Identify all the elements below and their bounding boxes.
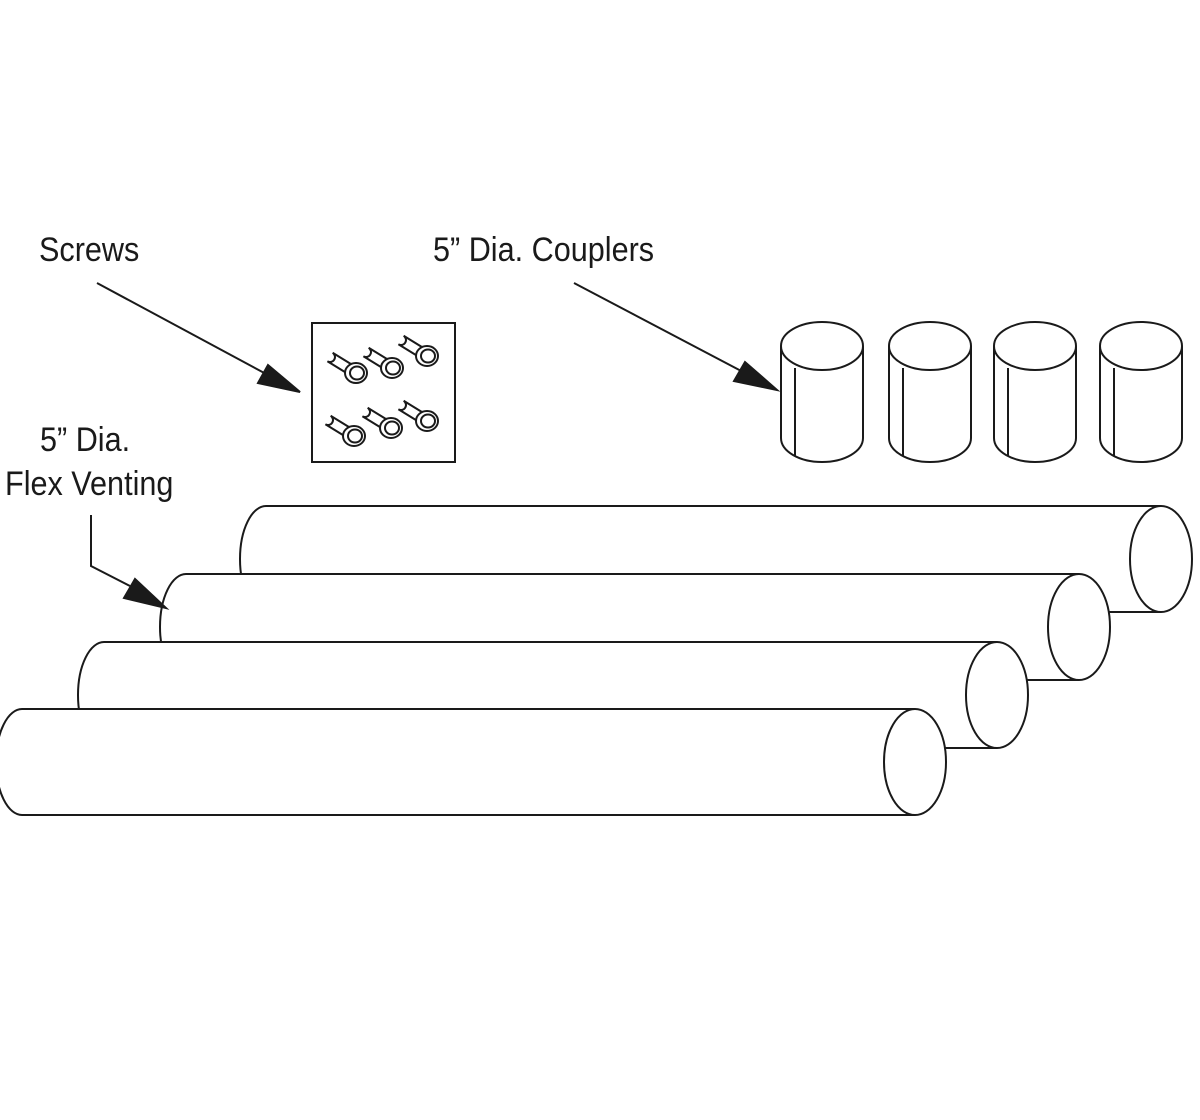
couplers-label: 5” Dia. Couplers (433, 231, 655, 269)
couplers-group (781, 322, 1182, 462)
screws-group (325, 336, 438, 446)
coupler (889, 322, 971, 462)
screws-arrowhead (256, 363, 301, 393)
screw (325, 416, 365, 446)
screw (398, 336, 438, 366)
leader-lines (91, 283, 781, 610)
flex-arrowhead (122, 577, 170, 610)
couplers-arrowhead (732, 360, 781, 392)
flex-venting-label-line1: 5” Dia. (40, 421, 131, 459)
screw (363, 348, 403, 378)
screw (362, 408, 402, 438)
coupler (781, 322, 863, 462)
screw (327, 353, 367, 383)
screws-bag (312, 323, 455, 462)
flex-vent-pipes (0, 506, 1192, 815)
flex-vent-pipe (0, 709, 946, 815)
coupler (994, 322, 1076, 462)
flex-leader-line (91, 515, 130, 586)
screws-label: Screws (39, 231, 140, 269)
screw (398, 401, 438, 431)
screws-leader-line (97, 283, 268, 375)
screws-package (312, 323, 455, 462)
couplers-leader-line (574, 283, 745, 373)
flex-venting-label-line2: Flex Venting (5, 465, 174, 503)
coupler (1100, 322, 1182, 462)
